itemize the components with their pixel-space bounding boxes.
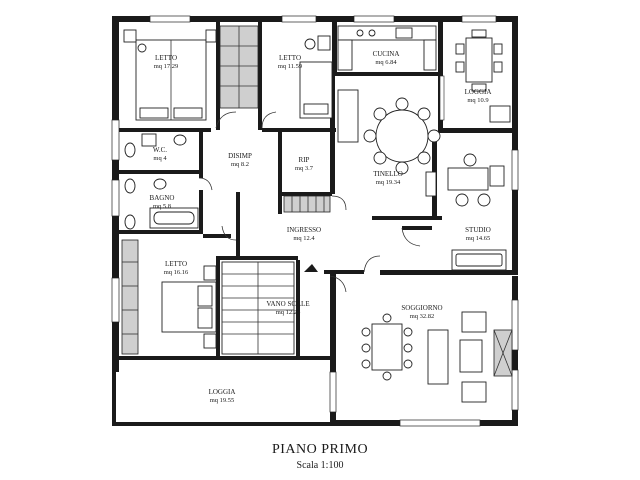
room-name-soggiorno: SOGGIORNO xyxy=(401,304,442,312)
room-name-loggia-1: LOGGIA xyxy=(465,88,492,96)
living-room-furniture xyxy=(361,311,513,403)
room-name-loggia-2: LOGGIA xyxy=(209,388,236,396)
plan-title: PIANO PRIMO xyxy=(271,442,369,457)
door-swings xyxy=(198,111,421,293)
room-labels: LETTO mq 17.29 LETTO mq 11.59 CUCINA mq … xyxy=(150,50,492,404)
room-name-letto-2: LETTO xyxy=(279,54,301,62)
room-area-ingresso: mq 12.4 xyxy=(293,235,315,242)
room-name-letto-1: LETTO xyxy=(155,54,177,62)
kitchen-furniture xyxy=(337,25,437,71)
storage-shelves xyxy=(283,195,331,213)
room-name-disimp: DISIMP xyxy=(228,152,252,160)
room-area-letto-3: mq 16.16 xyxy=(164,269,189,276)
room-name-bagno: BAGNO xyxy=(150,194,175,202)
studio-furniture xyxy=(447,153,507,271)
room-area-studio: mq 14.65 xyxy=(466,235,491,242)
bathroom-fixtures xyxy=(124,133,199,230)
room-area-letto-1: mq 17.29 xyxy=(154,63,179,70)
room-area-cucina: mq 6.84 xyxy=(375,59,397,66)
room-name-wc: W.C. xyxy=(153,146,167,154)
room-area-loggia-2: mq 19.55 xyxy=(210,397,235,404)
room-area-soggiorno: mq 32.82 xyxy=(410,313,435,320)
room-name-ingresso: INGRESSO xyxy=(287,226,321,234)
room-area-rip: mq 3.7 xyxy=(295,165,314,172)
loggia-1-furniture xyxy=(455,29,511,123)
room-name-vano-scale: VANO SCALE xyxy=(266,300,309,308)
room-area-loggia-1: mq 10.9 xyxy=(467,97,488,104)
bedroom-3-furniture xyxy=(121,239,217,355)
tinello-furniture xyxy=(337,89,441,197)
room-area-disimp: mq 8.2 xyxy=(231,161,249,168)
room-name-studio: STUDIO xyxy=(465,226,491,234)
room-name-tinello: TINELLO xyxy=(373,170,403,178)
room-name-letto-3: LETTO xyxy=(165,260,187,268)
room-area-tinello: mq 19.34 xyxy=(376,179,401,186)
bedroom-2-furniture xyxy=(299,35,333,119)
room-name-cucina: CUCINA xyxy=(373,50,400,58)
bedroom-1-furniture xyxy=(123,29,217,121)
room-area-wc: mq 4 xyxy=(153,155,167,162)
room-name-rip: RIP xyxy=(299,156,310,164)
staircase xyxy=(221,261,318,355)
wardrobes xyxy=(219,25,259,109)
room-area-bagno: mq 5.8 xyxy=(153,203,171,210)
room-area-letto-2: mq 11.59 xyxy=(278,63,302,70)
room-area-vano-scale: mq 12.24 xyxy=(276,309,301,316)
plan-scale: Scala 1:100 xyxy=(296,460,344,471)
windows xyxy=(111,15,519,427)
